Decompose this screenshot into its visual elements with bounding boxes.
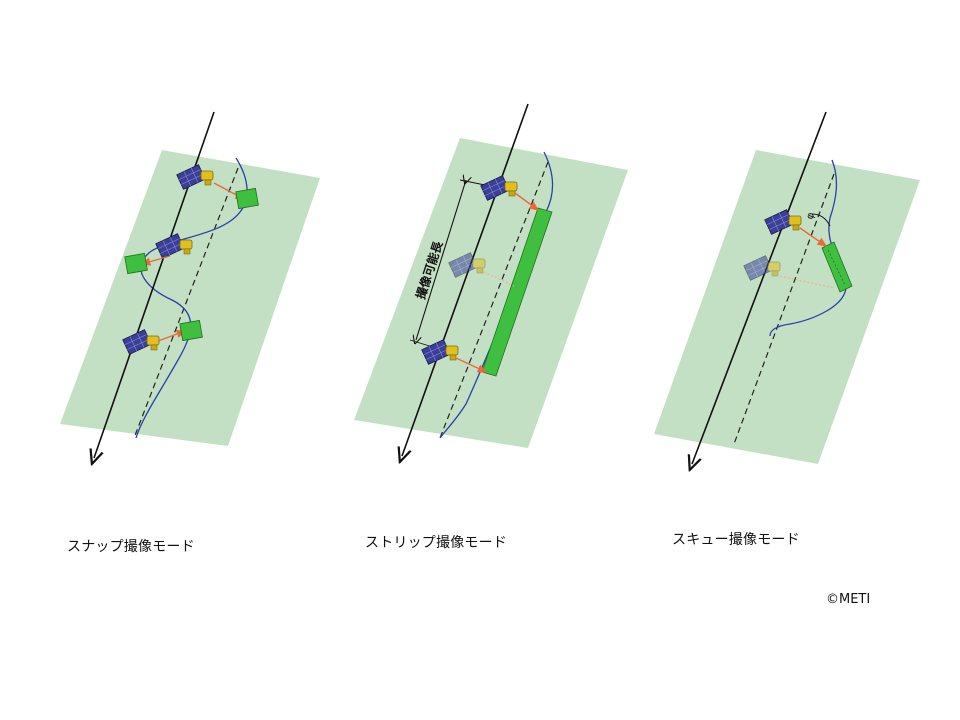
panel-snap xyxy=(60,111,320,458)
imaging-length-dimension xyxy=(416,180,466,340)
ground-area xyxy=(354,138,628,448)
ground-track-dashed xyxy=(133,167,239,439)
snap-target xyxy=(124,252,148,275)
snap-target xyxy=(179,319,203,342)
pointing-curve xyxy=(135,157,248,439)
pointing-arrow xyxy=(157,329,187,342)
skew-angle-label: φ xyxy=(804,211,817,221)
ground-track-dashed xyxy=(733,173,835,445)
pointing-arrow-faded xyxy=(779,275,835,289)
caption-skew: スキュー撮像モード xyxy=(672,532,800,548)
skew-target xyxy=(821,241,853,293)
pointing-arrow xyxy=(799,227,828,247)
panel-skew: φ xyxy=(654,111,920,464)
caption-strip: ストリップ撮像モード xyxy=(365,535,507,551)
ground-area xyxy=(654,150,920,464)
orbit-arrow xyxy=(692,111,827,464)
skew-angle-arc xyxy=(811,213,831,227)
copyright-notice: ©METI xyxy=(826,592,871,607)
snap-target xyxy=(235,187,259,210)
caption-snap: スナップ撮像モード xyxy=(67,539,195,555)
strip-target xyxy=(481,207,553,377)
pointing-arrow xyxy=(140,255,171,266)
pointing-arrow xyxy=(514,192,540,211)
pointing-arrow-faded xyxy=(483,271,515,287)
panel-strip: 撮像可能長 xyxy=(354,103,628,456)
pointing-arrow xyxy=(455,357,488,373)
ground-area xyxy=(60,150,320,446)
skew-direction-line xyxy=(827,249,846,286)
